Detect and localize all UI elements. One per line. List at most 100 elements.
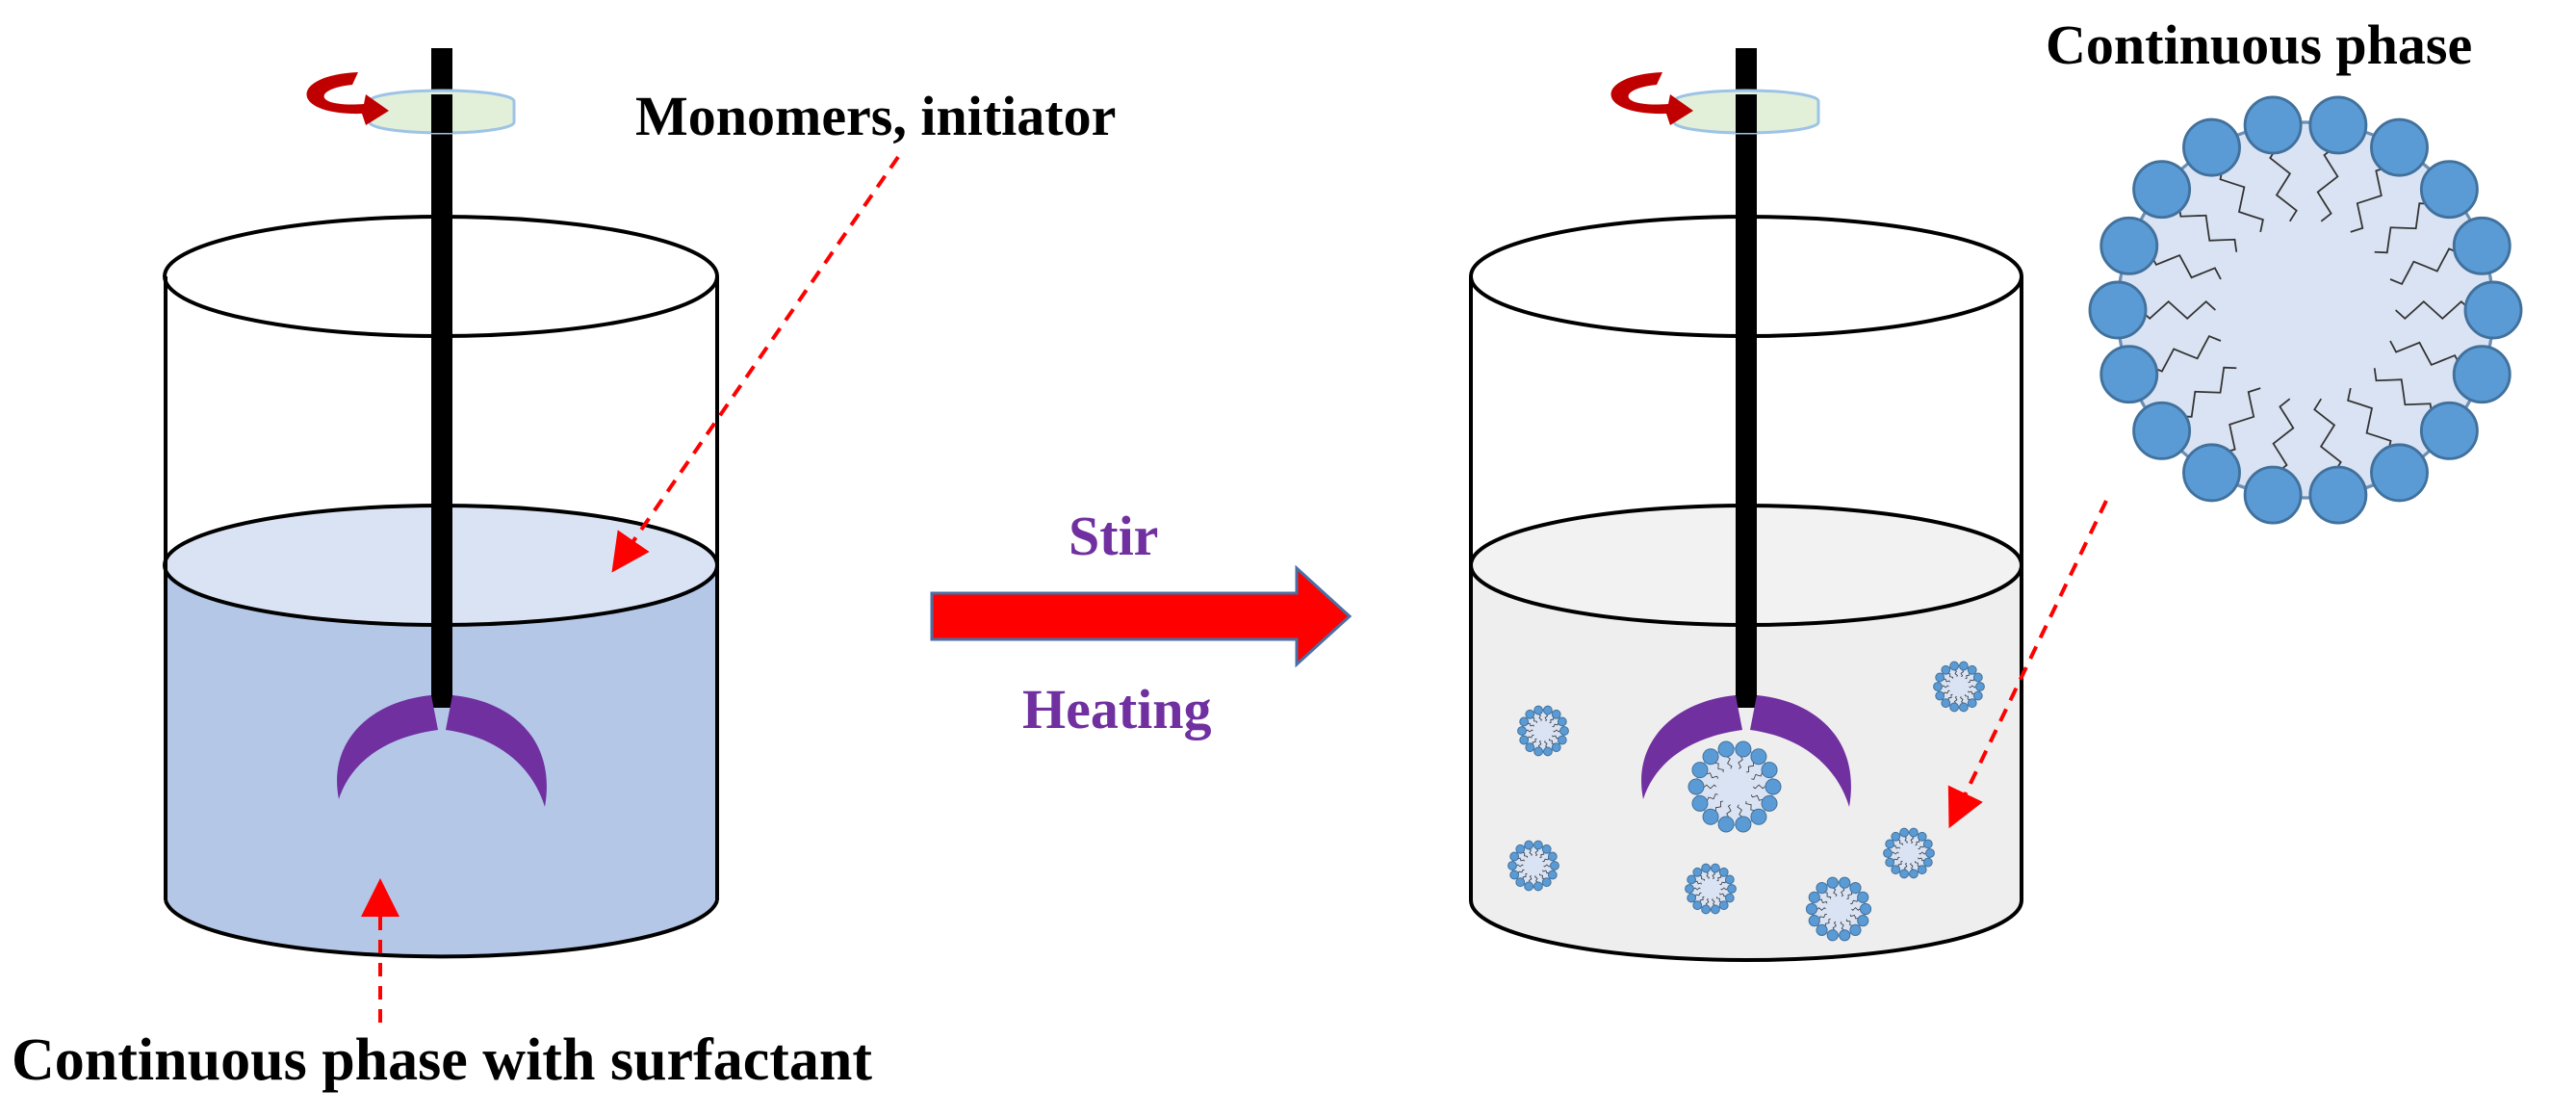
surfactant-head [1935, 672, 1945, 683]
right-beaker [1469, 48, 2023, 962]
surfactant-head [1718, 867, 1729, 877]
surfactant-head [1922, 839, 1933, 849]
surfactant-head [1826, 876, 1839, 889]
surfactant-head [1533, 840, 1543, 850]
continuous-phase-label: Continuous phase [2046, 13, 2473, 76]
surfactant-head [1899, 869, 1910, 879]
surfactant-head [1525, 709, 1535, 719]
surfactant-head [1958, 661, 1969, 671]
surfactant-head [1857, 915, 1869, 927]
surfactant-head [1885, 857, 1895, 868]
surfactant-head [1816, 882, 1828, 895]
surfactant-head [1949, 661, 1960, 671]
left-liquid-body [166, 565, 717, 957]
surfactant-head [2419, 401, 2479, 460]
surfactant-head [1849, 882, 1862, 895]
surfactant-head [1750, 748, 1767, 766]
surfactant-head [1542, 746, 1553, 757]
surfactant-head [1917, 865, 1927, 875]
right-beaker-bottom [1469, 899, 2023, 962]
surfactant-head [1524, 881, 1534, 892]
surfactant-head [2132, 160, 2192, 220]
surfactant-head [1826, 929, 1839, 942]
surfactant-head [1515, 877, 1526, 888]
surfactant-head [1908, 827, 1919, 838]
surfactant-head [1883, 848, 1893, 858]
surfactant-head [1917, 831, 1927, 842]
continuous-phase-surfactant-label: Continuous phase with surfactant [12, 1027, 873, 1093]
surfactant-head [1717, 816, 1735, 833]
surfactant-head [1949, 702, 1960, 713]
surfactant-head [1765, 778, 1782, 795]
small-micelle [1933, 661, 1985, 713]
small-micelle [1805, 876, 1872, 942]
surfactant-head [2452, 345, 2512, 404]
surfactant-head [1972, 690, 1983, 701]
surfactant-head [1958, 702, 1969, 713]
surfactant-head [1519, 735, 1530, 745]
surfactant-head [2132, 401, 2192, 460]
small-micelle [1883, 827, 1935, 879]
surfactant-head [1808, 915, 1820, 927]
surfactant-head [1691, 762, 1709, 779]
surfactant-head [1559, 726, 1569, 736]
surfactant-head [1899, 827, 1910, 838]
surfactant-head [1859, 902, 1872, 916]
surfactant-head [1557, 716, 1567, 727]
heating-label: Heating [1022, 678, 1212, 740]
left-impeller-left-blade [337, 695, 438, 799]
surfactant-head [2182, 117, 2241, 177]
surfactant-head [1761, 762, 1778, 779]
process-arrow-icon [930, 564, 1352, 668]
surfactant-head [1933, 682, 1943, 691]
large-micelle [2088, 95, 2523, 525]
micelle-particles [1507, 661, 1985, 942]
surfactant-head [2182, 443, 2241, 503]
surfactant-head [1908, 869, 1919, 879]
right-impeller-left-blade [1641, 695, 1742, 799]
monomers-initiator-label: Monomers, initiator [635, 85, 1117, 147]
surfactant-head [1519, 716, 1530, 727]
surfactant-head [1542, 705, 1553, 715]
surfactant-head [1922, 857, 1933, 868]
surfactant-head [1935, 690, 1945, 701]
surfactant-head [1692, 867, 1703, 877]
surfactant-head [1702, 748, 1719, 766]
right-stirrer-shaft-front [1736, 94, 1757, 133]
surfactant-head [1701, 904, 1712, 915]
left-beaker [163, 48, 719, 959]
surfactant-head [1509, 851, 1520, 862]
left-stirrer-shaft-front [431, 94, 452, 133]
surfactant-head [1975, 682, 1985, 691]
surfactant-head [1941, 664, 1951, 675]
surfactant-head [1735, 740, 1752, 758]
surfactant-head [1541, 844, 1552, 854]
surfactant-head [1805, 902, 1818, 916]
surfactant-head [2370, 443, 2429, 503]
surfactant-head [2099, 345, 2159, 404]
surfactant-head [1550, 861, 1559, 870]
surfactant-head [1808, 891, 1820, 903]
surfactant-head [1717, 740, 1735, 758]
large-micelle-detail [2088, 95, 2523, 525]
small-micelle [1517, 705, 1569, 757]
surfactant-head [1750, 808, 1767, 825]
surfactant-head [1710, 904, 1720, 915]
small-micelle [1507, 840, 1559, 892]
surfactant-head [1507, 861, 1517, 870]
surfactant-head [2370, 117, 2429, 177]
right-stirrer-shaft [1736, 48, 1757, 708]
surfactant-head [1718, 900, 1729, 911]
left-beaker-bottom [164, 899, 719, 959]
surfactant-head [1687, 893, 1697, 903]
surfactant-head [1533, 705, 1544, 715]
surfactant-head [1735, 816, 1752, 833]
surfactant-head [1687, 874, 1697, 885]
surfactant-head [1885, 839, 1895, 849]
surfactant-head [1891, 865, 1901, 875]
surfactant-head [1710, 863, 1720, 873]
surfactant-head [1533, 881, 1543, 892]
surfactant-head [2088, 280, 2148, 340]
